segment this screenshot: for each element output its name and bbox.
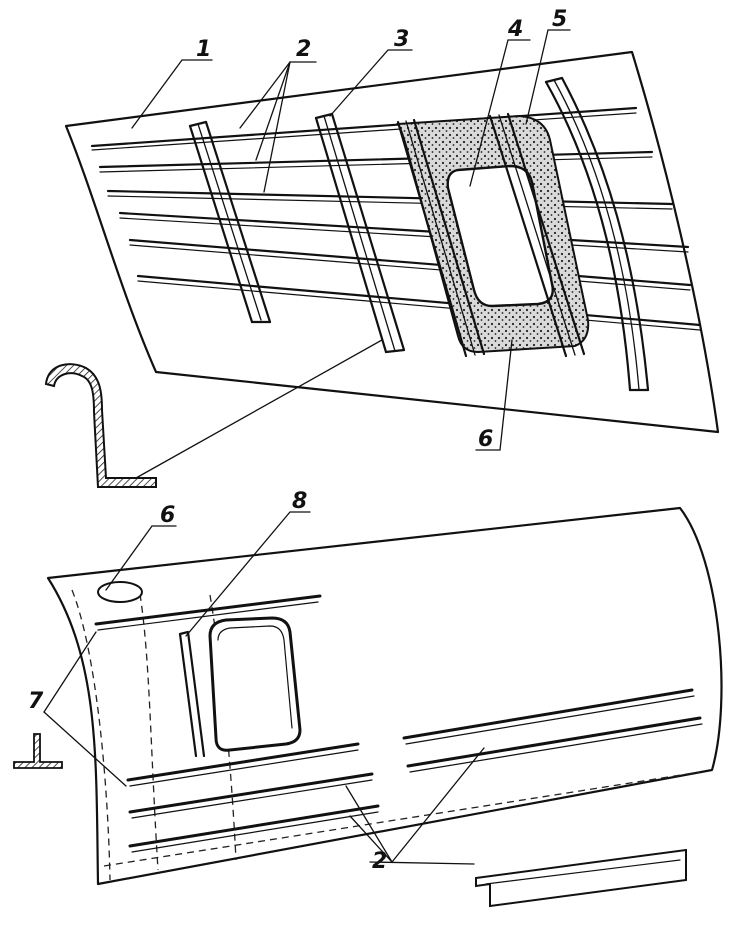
stringer — [402, 688, 694, 740]
stringer — [128, 804, 380, 848]
callout-2-bottom: 2 — [372, 849, 387, 874]
access-hatch — [97, 581, 143, 603]
callout-2-top: 2 — [296, 37, 311, 62]
stringer — [106, 189, 674, 210]
hidden-line — [71, 589, 111, 881]
top-frames — [188, 76, 650, 392]
stringer — [406, 716, 702, 768]
callout-3: 3 — [394, 27, 409, 52]
callout-5: 5 — [552, 7, 567, 32]
window-frame-left — [396, 118, 486, 358]
window-edge-stiffener — [178, 630, 206, 758]
callout-labels: 1 2 3 4 5 6 6 8 7 2 — [28, 7, 567, 874]
top-stringers — [90, 106, 702, 331]
frame — [188, 120, 272, 324]
stringer — [136, 274, 702, 331]
stringer — [128, 772, 374, 814]
stringer — [98, 150, 654, 173]
leader-lines — [43, 29, 571, 865]
stringer-profile-section — [475, 848, 687, 908]
frame — [544, 76, 650, 392]
frame-profile-section — [44, 363, 157, 488]
hidden-line — [103, 771, 701, 867]
t-profile-section — [13, 733, 63, 769]
top-skin-outline — [64, 50, 720, 434]
bottom-window — [208, 616, 302, 752]
top-panel-view — [44, 50, 720, 488]
bottom-stringers — [94, 594, 703, 853]
callout-6-top: 6 — [478, 427, 493, 452]
callout-4: 4 — [507, 17, 523, 42]
stringer — [90, 106, 638, 151]
callout-7: 7 — [28, 689, 44, 714]
stringer — [126, 742, 360, 782]
stringer — [128, 238, 692, 291]
callout-1: 1 — [196, 37, 211, 62]
frame — [314, 112, 406, 354]
callout-6-bottom: 6 — [160, 503, 175, 528]
window-frame-right — [488, 112, 586, 358]
bottom-panel-view — [13, 506, 723, 908]
bottom-skin-outline — [46, 506, 723, 886]
stringer — [118, 211, 690, 253]
hidden-line — [139, 593, 159, 871]
top-window-assembly — [396, 112, 590, 358]
callout-8: 8 — [292, 489, 307, 514]
